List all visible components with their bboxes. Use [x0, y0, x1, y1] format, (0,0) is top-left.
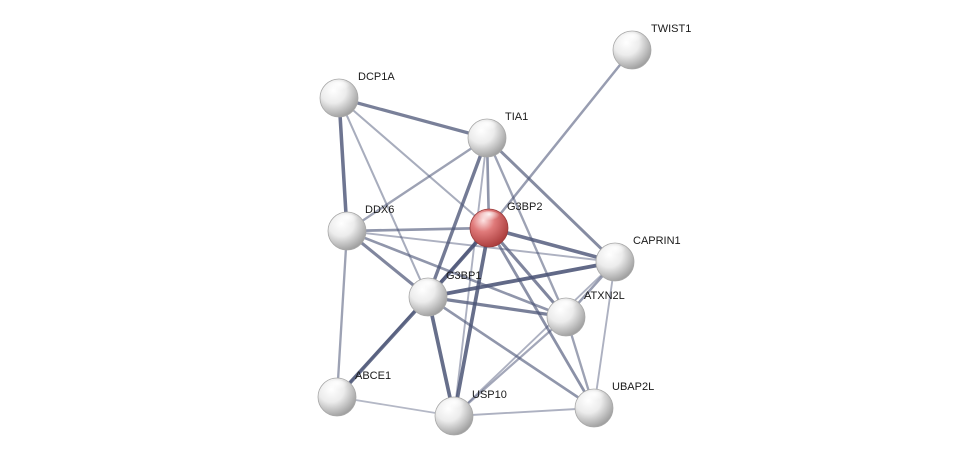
edge-ddx6-caprin1[interactable] — [346, 230, 616, 263]
edge-dcp1a-ddx6[interactable] — [337, 96, 349, 233]
edge-g3bp1-atxn2l[interactable] — [426, 295, 568, 319]
node-highlight-g3bp1 — [415, 280, 441, 295]
node-highlight-tia1 — [474, 121, 500, 136]
node-highlight-abce1 — [324, 380, 350, 395]
node-dcp1a[interactable]: DCP1A — [319, 71, 395, 118]
edge-g3bp2-ubap2l[interactable] — [487, 226, 596, 410]
node-label-g3bp2: G3BP2 — [507, 201, 542, 213]
node-highlight-ddx6 — [334, 214, 360, 229]
edge-g3bp2-usp10[interactable] — [452, 226, 491, 418]
edge-tia1-usp10[interactable] — [453, 137, 488, 417]
edge-layer — [335, 48, 634, 418]
edge-ddx6-atxn2l[interactable] — [345, 229, 568, 319]
node-label-tia1: TIA1 — [505, 111, 528, 123]
edge-g3bp2-ddx6[interactable] — [345, 226, 491, 233]
edge-dcp1a-g3bp1[interactable] — [337, 96, 430, 299]
edge-ddx6-abce1[interactable] — [335, 229, 349, 399]
edge-abce1-usp10[interactable] — [336, 396, 455, 417]
edge-dcp1a-tia1[interactable] — [337, 96, 489, 140]
node-twist1[interactable]: TWIST1 — [612, 23, 691, 70]
edge-atxn2l-usp10[interactable] — [452, 315, 568, 418]
edge-tia1-ddx6[interactable] — [345, 136, 489, 233]
node-label-dcp1a: DCP1A — [358, 71, 395, 83]
edge-g3bp1-usp10[interactable] — [426, 295, 456, 418]
edge-tia1-caprin1[interactable] — [485, 136, 617, 264]
node-highlight-dcp1a — [326, 81, 352, 96]
node-label-ubap2l: UBAP2L — [612, 381, 654, 393]
node-tia1[interactable]: TIA1 — [467, 111, 528, 158]
edge-g3bp1-caprin1[interactable] — [426, 260, 617, 299]
node-highlight-atxn2l — [553, 300, 579, 315]
node-caprin1[interactable]: CAPRIN1 — [595, 235, 681, 282]
edge-caprin1-usp10[interactable] — [453, 261, 616, 417]
node-atxn2l[interactable]: ATXN2L — [546, 290, 625, 337]
edge-usp10-ubap2l[interactable] — [453, 407, 595, 417]
node-abce1[interactable]: ABCE1 — [317, 370, 391, 417]
node-label-twist1: TWIST1 — [651, 23, 691, 35]
node-label-ddx6: DDX6 — [365, 204, 394, 216]
node-label-usp10: USP10 — [472, 389, 507, 401]
node-usp10[interactable]: USP10 — [434, 389, 507, 436]
node-highlight-twist1 — [619, 33, 645, 48]
edge-g3bp2-atxn2l[interactable] — [487, 226, 568, 319]
node-highlight-g3bp2 — [476, 211, 502, 226]
node-label-abce1: ABCE1 — [355, 370, 391, 382]
node-g3bp1[interactable]: G3BP1 — [408, 270, 481, 317]
node-label-g3bp1: G3BP1 — [446, 270, 481, 282]
node-ddx6[interactable]: DDX6 — [327, 204, 394, 251]
edge-caprin1-ubap2l[interactable] — [593, 261, 616, 409]
node-g3bp2[interactable]: G3BP2 — [469, 201, 542, 248]
node-label-atxn2l: ATXN2L — [584, 290, 625, 302]
node-label-caprin1: CAPRIN1 — [633, 235, 681, 247]
edge-tia1-atxn2l[interactable] — [485, 136, 568, 319]
node-highlight-ubap2l — [581, 391, 607, 406]
edge-g3bp1-abce1[interactable] — [335, 295, 430, 399]
edge-g3bp2-caprin1[interactable] — [487, 226, 617, 264]
node-highlight-caprin1 — [602, 245, 628, 260]
edge-tia1-g3bp1[interactable] — [426, 136, 489, 299]
edge-dcp1a-g3bp2[interactable] — [337, 96, 491, 230]
edge-g3bp1-ubap2l[interactable] — [426, 295, 596, 410]
node-ubap2l[interactable]: UBAP2L — [574, 381, 654, 428]
node-highlight-usp10 — [441, 399, 467, 414]
